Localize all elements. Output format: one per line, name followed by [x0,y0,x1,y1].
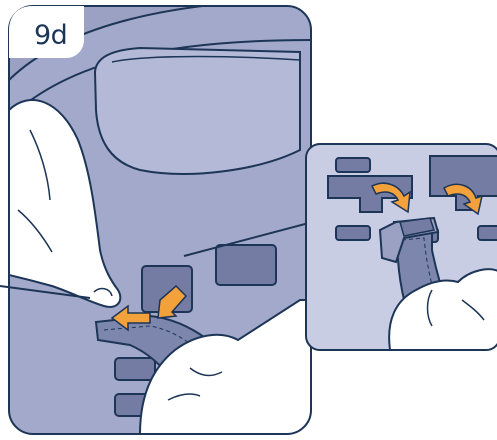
slot-right [216,245,276,285]
step-label: 9d [34,20,67,51]
inset-panel [306,144,497,350]
slot-lower-1 [115,358,155,380]
inset-slot [336,226,370,240]
inset-slot [336,158,370,172]
seat-recess [95,48,300,174]
inset-slot [478,226,497,240]
main-panel [9,0,311,434]
